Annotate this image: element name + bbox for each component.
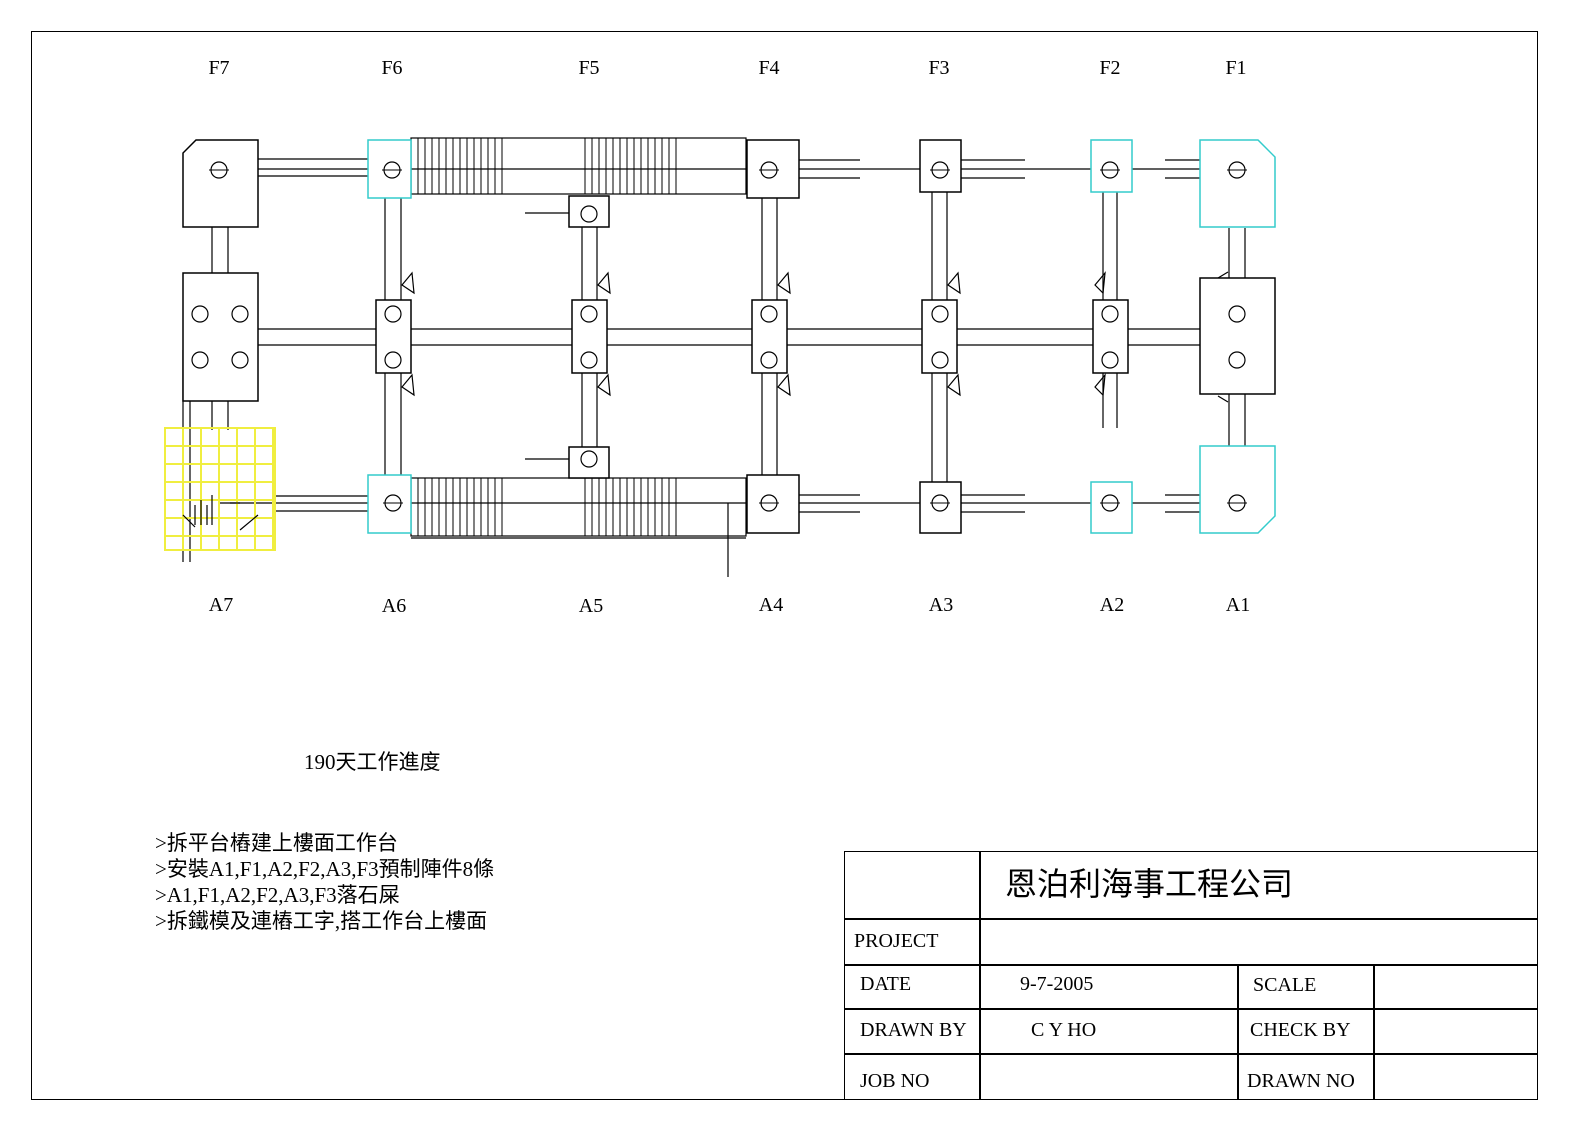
pile-cap xyxy=(568,195,610,228)
work-platform-grid xyxy=(164,427,276,551)
pile-cap xyxy=(746,474,800,534)
grid-label-f6: F6 xyxy=(381,57,403,79)
drawn-no-label: DRAWN NO xyxy=(1247,1070,1355,1092)
project-label: PROJECT xyxy=(854,930,939,952)
pile-cap xyxy=(571,299,608,374)
tb-rule xyxy=(845,964,1537,966)
pile-cap xyxy=(921,299,958,374)
grid-label-f4: F4 xyxy=(758,57,780,79)
grid-label-f2: F2 xyxy=(1099,57,1121,79)
pile-circle xyxy=(760,351,778,369)
company-name: 恩泊利海事工程公司 xyxy=(1005,866,1294,902)
scale-label: SCALE xyxy=(1253,974,1317,996)
pile-cap xyxy=(1199,277,1276,395)
pile-circle xyxy=(1101,351,1119,369)
tb-rule xyxy=(1237,964,1239,1099)
pile-cap xyxy=(568,446,610,479)
pile-cap xyxy=(367,474,412,534)
pile-circle xyxy=(384,305,402,323)
grid-label-a4: A4 xyxy=(758,594,784,616)
pile-cap xyxy=(746,139,800,199)
tb-rule xyxy=(979,852,981,1099)
pile-circle xyxy=(580,305,598,323)
beams xyxy=(182,158,1246,577)
pile-cap xyxy=(182,272,259,402)
grid-label-f1: F1 xyxy=(1225,57,1247,79)
work-notes: >拆平台樁建上樓面工作台 >安裝A1,F1,A2,F2,A3,F3預制陣件8條 … xyxy=(155,830,494,934)
pile-cap xyxy=(1199,445,1276,534)
grid-label-f3: F3 xyxy=(928,57,950,79)
note-line: >拆平台樁建上樓面工作台 xyxy=(155,831,398,855)
pile-circle xyxy=(760,305,778,323)
pile-circle xyxy=(580,205,598,223)
pile-cap xyxy=(1090,139,1133,193)
pile-cap xyxy=(919,481,962,534)
bracket xyxy=(401,271,1229,403)
pile-circle xyxy=(231,305,249,323)
pile-circle xyxy=(931,351,949,369)
precast-beam xyxy=(410,477,747,537)
pile-circle xyxy=(384,351,402,369)
pile-cap xyxy=(751,299,788,374)
pile-cap xyxy=(1199,139,1276,228)
date-value: 9-7-2005 xyxy=(1020,973,1094,995)
grid-label-f7: F7 xyxy=(208,57,230,79)
pile-cap xyxy=(919,139,962,193)
pile-caps xyxy=(182,139,1276,534)
tb-rule xyxy=(1373,964,1375,1099)
pile-cap xyxy=(1092,299,1129,374)
pile-cap xyxy=(1090,481,1133,534)
title-block: 恩泊利海事工程公司 PROJECT DATE 9-7-2005 SCALE DR… xyxy=(844,851,1538,1100)
pile-circle xyxy=(1228,305,1246,323)
check-by-label: CHECK BY xyxy=(1250,1019,1351,1041)
pile-cap xyxy=(367,139,412,199)
pile-cap xyxy=(182,139,259,228)
pile-circle xyxy=(931,305,949,323)
grid-label-a1: A1 xyxy=(1225,594,1251,616)
note-line: >A1,F1,A2,F2,A3,F3落石屎 xyxy=(155,883,400,907)
tb-rule xyxy=(845,1053,1537,1055)
pile-circle xyxy=(580,450,598,468)
note-line: >安裝A1,F1,A2,F2,A3,F3預制陣件8條 xyxy=(155,857,495,881)
drawing-frame xyxy=(31,31,1538,1100)
tb-rule xyxy=(845,918,1537,920)
pile-circle xyxy=(580,351,598,369)
job-no-label: JOB NO xyxy=(860,1070,930,1092)
grid-label-f5: F5 xyxy=(578,57,600,79)
drawn-by-label: DRAWN BY xyxy=(860,1019,967,1041)
note-line: >拆鐵模及連樁工字,搭工作台上樓面 xyxy=(155,909,488,933)
platform-mark xyxy=(182,495,259,531)
grid-label-a3: A3 xyxy=(928,594,954,616)
pile-cap xyxy=(375,299,412,374)
date-label: DATE xyxy=(860,973,912,995)
grid-label-a2: A2 xyxy=(1099,594,1125,616)
precast-beam xyxy=(410,137,747,195)
pile-circle xyxy=(191,351,209,369)
grid-label-a7: A7 xyxy=(208,594,234,616)
pile-circle xyxy=(1101,305,1119,323)
drawn-by-value: C Y HO xyxy=(1031,1019,1097,1041)
pile-circle xyxy=(231,351,249,369)
pile-circle xyxy=(1228,351,1246,369)
grid-label-a5: A5 xyxy=(578,595,604,617)
tb-rule xyxy=(845,1008,1537,1010)
grid-label-a6: A6 xyxy=(381,595,407,617)
progress-title: 190天工作進度 xyxy=(304,750,441,774)
pile-circle xyxy=(191,305,209,323)
